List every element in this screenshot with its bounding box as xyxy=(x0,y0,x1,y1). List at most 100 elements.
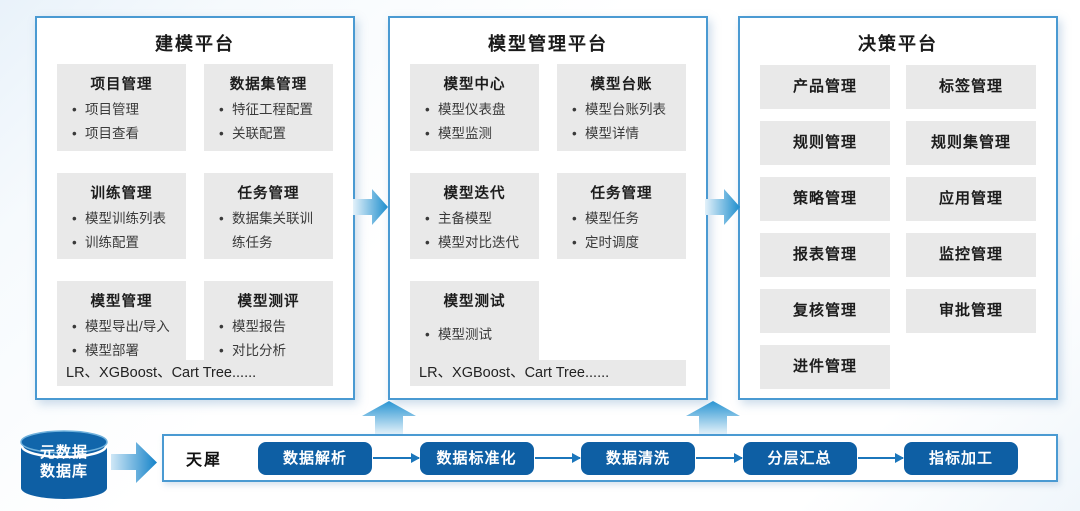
stage-pill: 指标加工 xyxy=(904,441,1019,475)
bullet-item: 模型仪表盘 xyxy=(423,98,531,123)
flow-arrow-right-icon xyxy=(111,442,157,483)
panel-modeling-platform: 建模平台 项目管理项目管理项目查看数据集管理特征工程配置关联配置训练管理模型训练… xyxy=(35,16,355,400)
card-title: 项目管理 xyxy=(90,77,153,93)
platform-tile: 进件管理 xyxy=(760,345,890,389)
bullet-item: 模型报告 xyxy=(217,315,325,340)
tile-row: 进件管理 xyxy=(760,345,1036,389)
card-list: 特征工程配置关联配置 xyxy=(212,98,325,147)
bullet-item: 模型监测 xyxy=(423,122,531,147)
card-grid: 模型中心模型仪表盘模型监测 模型台账模型台账列表模型详情模型迭代主备模型模型对比迭… xyxy=(390,64,706,366)
card-title: 模型测试 xyxy=(443,294,506,311)
platform-tile: 规则管理 xyxy=(760,121,890,165)
platform-tile: 报表管理 xyxy=(760,233,890,277)
section-card: 任务管理数据集关联训练任务 xyxy=(204,172,333,260)
tile-row: 复核管理审批管理 xyxy=(760,289,1036,333)
bullet-item: 模型训练列表 xyxy=(70,207,178,232)
card-list: 模型导出/导入模型部署 xyxy=(65,315,178,364)
card-list: 模型训练列表训练配置 xyxy=(65,207,178,256)
platform-tile: 标签管理 xyxy=(906,65,1036,109)
platform-tile: 产品管理 xyxy=(760,65,890,109)
card-title: 模型台账 xyxy=(590,77,653,93)
card-title: 任务管理 xyxy=(237,185,300,202)
card-title: 训练管理 xyxy=(90,185,153,202)
card-title: 模型迭代 xyxy=(443,185,506,202)
card-list: 模型报告对比分析 xyxy=(212,315,325,364)
flow-arrow-right-icon xyxy=(353,189,388,225)
database-cylinder-icon xyxy=(20,430,108,499)
card-title: 任务管理 xyxy=(590,185,653,202)
flow-connector-arrow-icon xyxy=(373,453,420,463)
bullet-item: 数据集关联训练任务 xyxy=(217,207,325,256)
tile-row: 产品管理标签管理 xyxy=(760,65,1036,109)
card-title: 数据集管理 xyxy=(229,77,308,93)
panel-title: 决策平台 xyxy=(858,34,938,54)
platform-tile: 应用管理 xyxy=(906,177,1036,221)
stage-pill: 数据清洗 xyxy=(581,441,696,475)
card-row: 模型测试模型测试 xyxy=(410,281,686,366)
card-list: 主备模型模型对比迭代 xyxy=(418,207,531,256)
bullet-item: 模型任务 xyxy=(570,207,678,232)
tile-grid: 产品管理标签管理规则管理规则集管理策略管理应用管理报表管理监控管理复核管理审批管… xyxy=(740,64,1056,389)
card-row: 模型中心模型仪表盘模型监测 模型台账模型台账列表模型详情 xyxy=(410,64,686,151)
section-card: 数据集管理特征工程配置关联配置 xyxy=(204,64,333,151)
card-grid: 项目管理项目管理项目查看数据集管理特征工程配置关联配置训练管理模型训练列表训练配… xyxy=(37,64,353,368)
platform-tile: 审批管理 xyxy=(906,289,1036,333)
card-list: 数据集关联训练任务 xyxy=(212,207,325,256)
bullet-item: 对比分析 xyxy=(217,339,325,364)
bullet-item: 模型台账列表 xyxy=(570,98,678,123)
card-list: 项目管理项目查看 xyxy=(65,98,178,147)
section-card: 模型中心模型仪表盘模型监测 xyxy=(410,64,539,151)
card-title: 模型管理 xyxy=(90,294,153,311)
section-card: 项目管理项目管理项目查看 xyxy=(57,64,186,151)
card-title: 模型中心 xyxy=(443,77,506,93)
bullet-item: 模型导出/导入 xyxy=(70,315,178,340)
section-card: 模型测试模型测试 xyxy=(410,281,539,366)
platform-tile: 复核管理 xyxy=(760,289,890,333)
stage-pill: 数据标准化 xyxy=(419,441,534,475)
bullet-item: 模型对比迭代 xyxy=(423,231,531,256)
card-row: 训练管理模型训练列表训练配置任务管理数据集关联训练任务 xyxy=(57,172,333,260)
card-row: 模型管理模型导出/导入模型部署模型测评模型报告对比分析 xyxy=(57,281,333,368)
flow-arrow-right-icon xyxy=(705,189,740,225)
card-list: 模型台账列表模型详情 xyxy=(565,98,678,147)
section-card: 训练管理模型训练列表训练配置 xyxy=(57,172,186,260)
panel-title: 模型管理平台 xyxy=(488,34,608,54)
section-card: 模型测评模型报告对比分析 xyxy=(204,281,333,368)
tile-row: 规则管理规则集管理 xyxy=(760,121,1036,165)
bullet-item: 项目管理 xyxy=(70,98,178,123)
bullet-item: 模型部署 xyxy=(70,339,178,364)
database-label-line1: 元数据 xyxy=(39,444,88,461)
algorithms-bar: LR、XGBoost、Cart Tree...... xyxy=(410,360,686,386)
bullet-item: 模型详情 xyxy=(570,122,678,147)
algorithms-bar: LR、XGBoost、Cart Tree...... xyxy=(57,360,333,386)
tile-row: 报表管理监控管理 xyxy=(760,233,1036,277)
flow-arrow-up-icon xyxy=(686,401,740,436)
section-card: 模型管理模型导出/导入模型部署 xyxy=(57,281,186,368)
platform-tile: 策略管理 xyxy=(760,177,890,221)
section-card: 任务管理模型任务定时调度 xyxy=(557,172,686,260)
database-label-line2: 数据库 xyxy=(39,463,88,480)
flow-connector-arrow-icon xyxy=(534,453,581,463)
flow-connector-arrow-icon xyxy=(857,453,904,463)
data-pipeline-box: 天犀 数据解析 数据标准化 数据清洗 分层汇总 指标加工 xyxy=(162,434,1058,482)
metadata-database: 元数据 数据库 xyxy=(18,430,110,502)
bullet-item: 模型测试 xyxy=(423,323,531,348)
pipeline-stages: 数据解析 数据标准化 数据清洗 分层汇总 指标加工 xyxy=(258,441,1019,475)
platform-tile: 监控管理 xyxy=(906,233,1036,277)
stage-pill: 数据解析 xyxy=(258,441,373,475)
flow-arrow-up-icon xyxy=(362,401,416,436)
tile-row: 策略管理应用管理 xyxy=(760,177,1036,221)
platform-tile: 规则集管理 xyxy=(906,121,1036,165)
panel-model-management-platform: 模型管理平台 模型中心模型仪表盘模型监测 模型台账模型台账列表模型详情模型迭代主备… xyxy=(388,16,708,400)
engine-label: 天犀 xyxy=(186,452,223,469)
card-row: 模型迭代主备模型模型对比迭代任务管理模型任务定时调度 xyxy=(410,172,686,260)
bullet-item: 特征工程配置 xyxy=(217,98,325,123)
bullet-item: 主备模型 xyxy=(423,207,531,232)
stage-pill: 分层汇总 xyxy=(742,441,857,475)
bullet-item: 训练配置 xyxy=(70,231,178,256)
bullet-item: 项目查看 xyxy=(70,122,178,147)
card-row: 项目管理项目管理项目查看数据集管理特征工程配置关联配置 xyxy=(57,64,333,151)
bullet-item: 定时调度 xyxy=(570,231,678,256)
flow-connector-arrow-icon xyxy=(696,453,743,463)
panel-title: 建模平台 xyxy=(155,34,235,54)
